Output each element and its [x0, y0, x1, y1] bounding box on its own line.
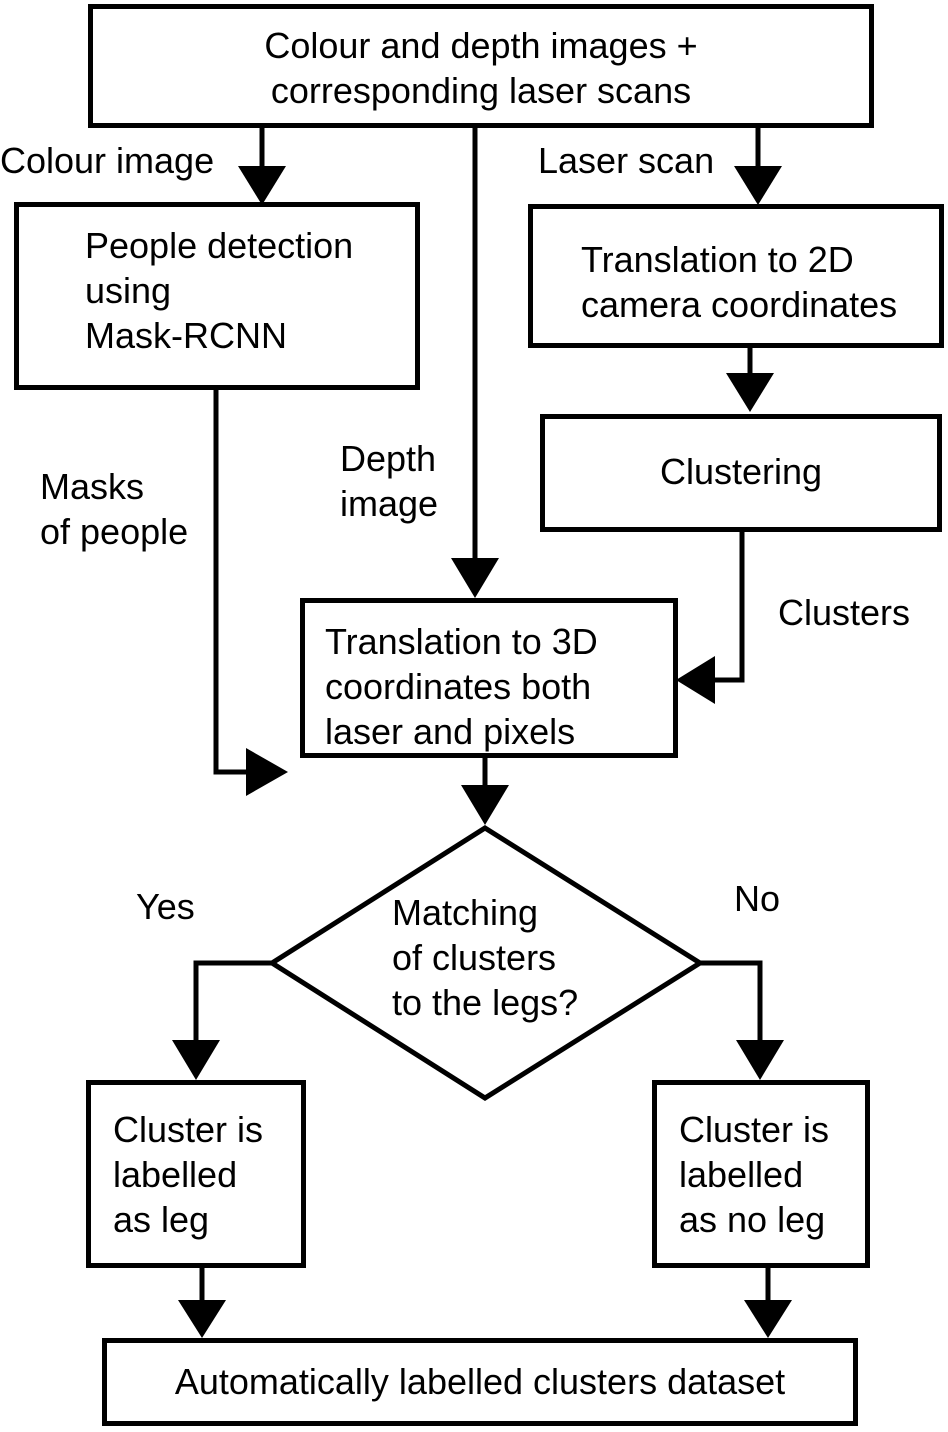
arrowhead-icon — [744, 1300, 792, 1338]
edge-detection-to-3d — [213, 390, 252, 775]
leg-text: Cluster is — [113, 1109, 264, 1150]
input-text: corresponding laser scans — [270, 70, 692, 111]
decision-line: of clusters — [392, 937, 557, 978]
arrowhead-icon — [461, 785, 509, 825]
arrowhead-icon — [736, 1040, 784, 1080]
leg-box: Cluster is labelled as leg — [86, 1080, 306, 1268]
decision-line: to the legs? — [392, 982, 579, 1023]
decision-line: Matching — [392, 892, 539, 933]
people-detection-text: People detection — [85, 225, 354, 266]
no-leg-text: Cluster is — [679, 1109, 830, 1150]
arrowhead-icon — [178, 1300, 226, 1338]
edge-decision-no — [700, 960, 763, 1042]
translation-3d-text: Translation to 3D — [325, 621, 598, 662]
arrowhead-icon — [172, 1040, 220, 1080]
edge-label-no: No — [734, 878, 781, 919]
edge-label-clusters: Clusters — [778, 592, 911, 633]
people-detection-box: People detection using Mask-RCNN — [14, 202, 420, 390]
arrowhead-icon — [246, 748, 288, 796]
edge-label-yes: Yes — [136, 886, 195, 927]
arrowhead-icon — [676, 656, 715, 704]
translation-3d-box: Translation to 3D coordinates both laser… — [300, 598, 678, 758]
no-leg-text: labelled — [679, 1154, 804, 1195]
dataset-text: Automatically labelled clusters dataset — [174, 1361, 786, 1402]
leg-text: as leg — [113, 1199, 210, 1240]
edge-label-depth: Depth image — [340, 438, 439, 524]
translation-2d-text: Translation to 2D — [581, 239, 854, 280]
edge-label-colour-image: Colour image — [0, 140, 215, 181]
people-detection-text: using — [85, 270, 172, 311]
arrowhead-icon — [726, 373, 774, 412]
people-detection-text: Mask-RCNN — [85, 315, 287, 356]
dataset-box: Automatically labelled clusters dataset — [102, 1338, 858, 1426]
clustering-box: Clustering — [540, 414, 942, 532]
input-text: Colour and depth images + — [264, 25, 698, 66]
translation-3d-text: laser and pixels — [325, 711, 576, 752]
input-box: Colour and depth images + corresponding … — [88, 4, 874, 128]
decision-diamond — [267, 825, 705, 1101]
arrowhead-icon — [734, 166, 782, 205]
no-leg-box: Cluster is labelled as no leg — [652, 1080, 870, 1268]
edge-decision-yes — [193, 960, 272, 1042]
translation-2d-text: camera coordinates — [581, 284, 898, 325]
translation-2d-box: Translation to 2D camera coordinates — [528, 204, 944, 348]
no-leg-text: as no leg — [679, 1199, 826, 1240]
edge-clustering-to-3d — [712, 532, 745, 683]
arrowhead-icon — [238, 166, 286, 205]
clustering-text: Clustering — [659, 451, 823, 492]
arrowhead-icon — [451, 558, 499, 598]
translation-3d-text: coordinates both — [325, 666, 592, 707]
leg-text: labelled — [113, 1154, 238, 1195]
edge-label-laser-scan: Laser scan — [538, 140, 715, 181]
edge-label-masks: Masks of people — [40, 466, 189, 552]
decision-text: Matching of clusters to the legs? — [392, 890, 578, 1025]
